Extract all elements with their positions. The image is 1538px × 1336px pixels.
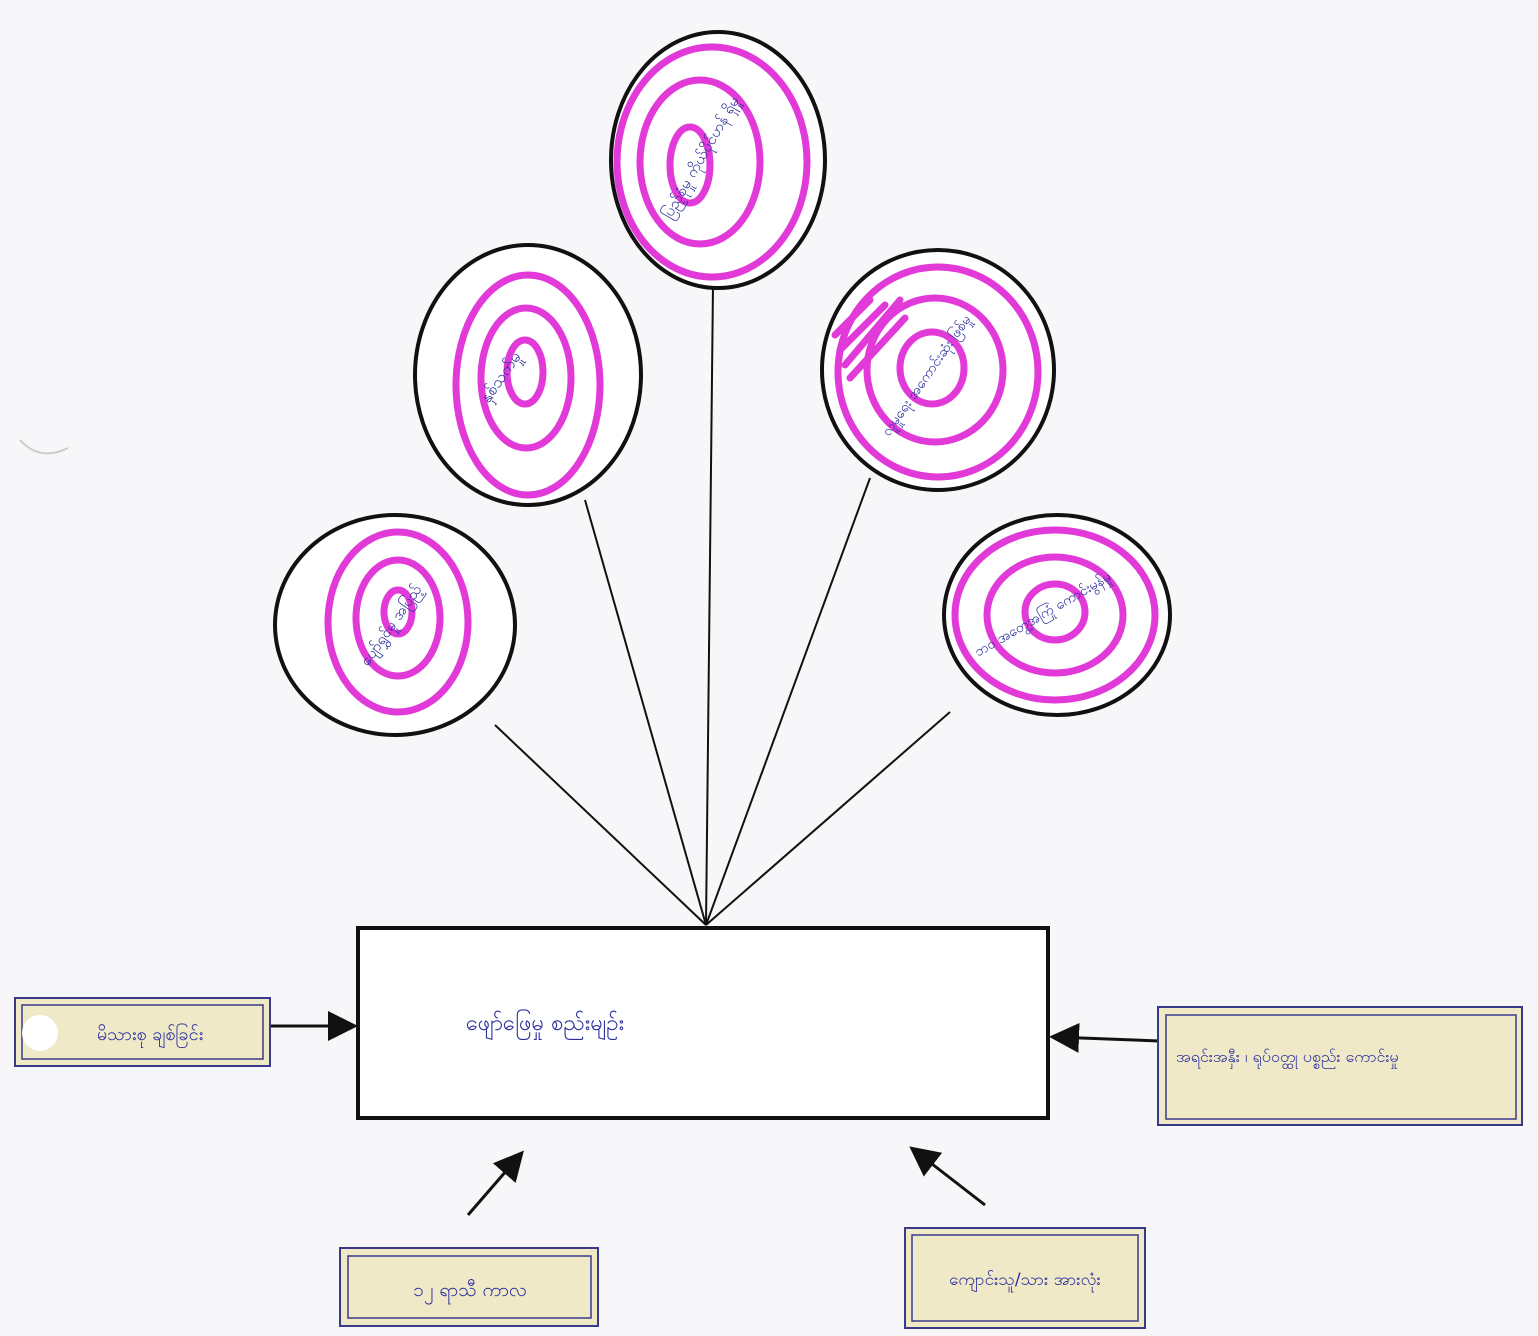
- center-box: ဖျော်ဖြေမှု စည်းမျဉ်း: [356, 926, 1050, 1120]
- swirl-ring-outer: [452, 271, 604, 499]
- swirl-ring-inner: [896, 328, 968, 408]
- center-label: ဖျော်ဖြေမှု စည်းမျဉ်း: [466, 1009, 624, 1040]
- arrow-bottom-right: [909, 1146, 986, 1207]
- string-3: [705, 284, 714, 926]
- swirl-ring-inner: [380, 586, 416, 638]
- arrow-right: [1049, 1022, 1161, 1053]
- input-bottom-left-label: ၁၂ ရာသီ ကာလ: [413, 1278, 526, 1305]
- swirl-ring-mid: [863, 294, 1007, 446]
- swirl-scribble: [831, 296, 909, 382]
- input-left-label: မိသားစု ချစ်ခြင်း: [97, 1023, 203, 1048]
- balloon-5: ဘဝ အတွေ့အကြုံ ကောင်းမွန်မှု: [942, 513, 1172, 717]
- swirl-ring-mid: [477, 304, 575, 452]
- swirl-ring-inner: [503, 336, 547, 408]
- string-1: [494, 724, 707, 926]
- input-box-bottom-left: ၁၂ ရာသီ ကာလ: [339, 1247, 599, 1327]
- swirl-ring-outer: [834, 263, 1042, 481]
- swirl-ring-inner: [1021, 580, 1089, 644]
- input-bottom-right-label: ကျောင်းသူ/သား အားလုံး: [949, 1270, 1101, 1293]
- input-box-left: မိသားစု ချစ်ခြင်း: [14, 997, 271, 1067]
- string-2: [584, 499, 707, 926]
- swirl-ring-outer: [613, 43, 811, 281]
- paper-punch-mark: [19, 439, 69, 455]
- hole-punch-icon: [22, 1015, 58, 1051]
- input-box-right: အရင်းအနှီး ၊ ရုပ်ဝတ္ထု ပစ္စည်း ကောင်းမှု: [1157, 1006, 1523, 1126]
- string-4: [705, 477, 871, 926]
- swirl-ring-outer: [951, 526, 1159, 704]
- balloon-2: နှစ်သက်မှု: [413, 243, 643, 507]
- string-5: [705, 711, 951, 926]
- input-arrows: [268, 1011, 1161, 1216]
- balloon-strings: [494, 284, 951, 926]
- arrow-bottom-left: [466, 1150, 524, 1216]
- balloon-1: ပျော်ရွှင်မှု အပြည့်: [273, 513, 517, 737]
- input-box-bottom-right: ကျောင်းသူ/သား အားလုံး: [904, 1227, 1146, 1329]
- swirl-ring-mid: [636, 76, 764, 248]
- swirl-ring-outer: [324, 528, 472, 716]
- input-right-label: အရင်းအနှီး ၊ ရုပ်ဝတ္ထု ပစ္စည်း ကောင်းမှု: [1176, 1047, 1399, 1069]
- swirl-ring-mid: [352, 556, 444, 680]
- swirl-ring-inner: [666, 123, 714, 207]
- balloon-4: လူမှုရေး အကောင်းဆုံး ဖြစ်မှု: [820, 248, 1056, 492]
- balloon-3: ပြည့်စုံမှု ကိုယ်ပိုင်ဟန် ရှိမှု: [609, 30, 827, 290]
- swirl-ring-mid: [983, 553, 1127, 677]
